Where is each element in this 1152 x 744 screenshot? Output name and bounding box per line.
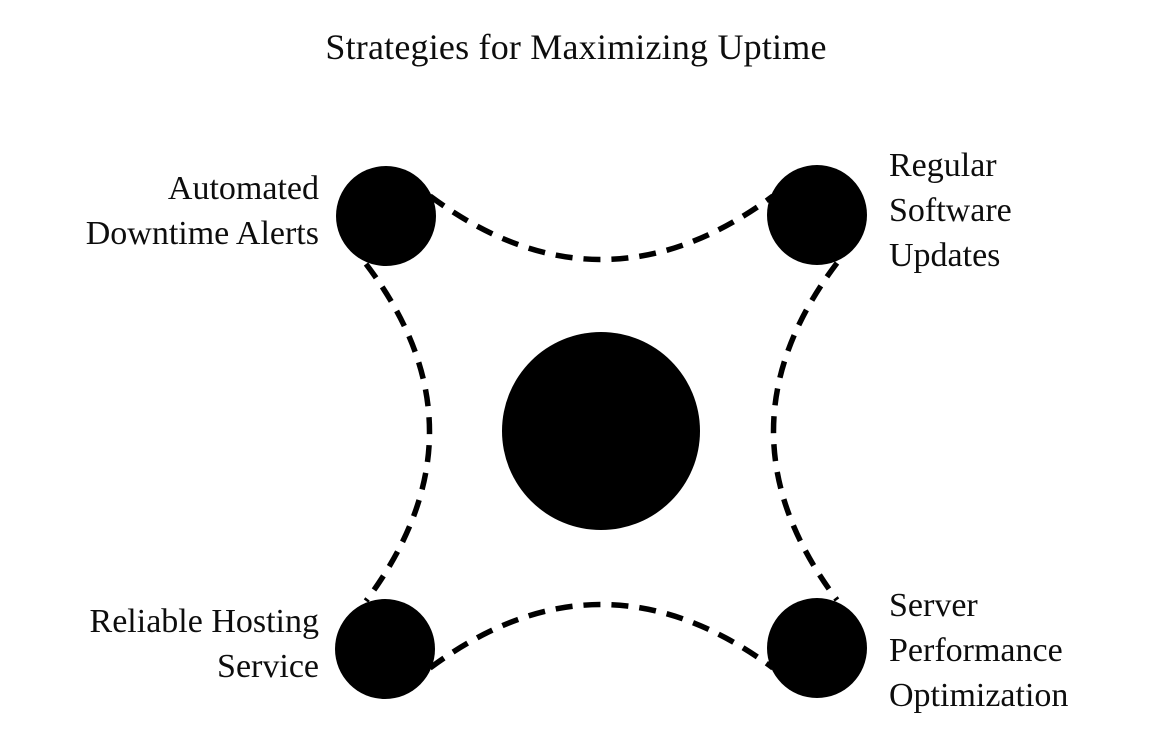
edge-right	[770, 261, 840, 602]
node-label-automated-downtime-alerts: Automated Downtime Alerts	[85, 170, 319, 252]
node-automated-downtime-alerts[interactable]	[336, 166, 436, 266]
edge-bottom	[428, 601, 775, 671]
edge-left	[363, 262, 433, 603]
page-title: Strategies for Maximizing Uptime	[325, 27, 827, 67]
node-reliable-hosting-service[interactable]	[335, 599, 435, 699]
node-server-performance-optimization[interactable]	[767, 598, 867, 698]
node-label-reliable-hosting-service: Reliable Hosting Service	[89, 603, 319, 685]
node-label-regular-software-updates: Regular Software Updates	[889, 147, 1012, 274]
center-hub-node[interactable]	[502, 332, 700, 530]
node-regular-software-updates[interactable]	[767, 165, 867, 265]
node-label-server-performance-optimization: Server Performance Optimization	[889, 587, 1069, 714]
edge-top	[428, 193, 775, 263]
